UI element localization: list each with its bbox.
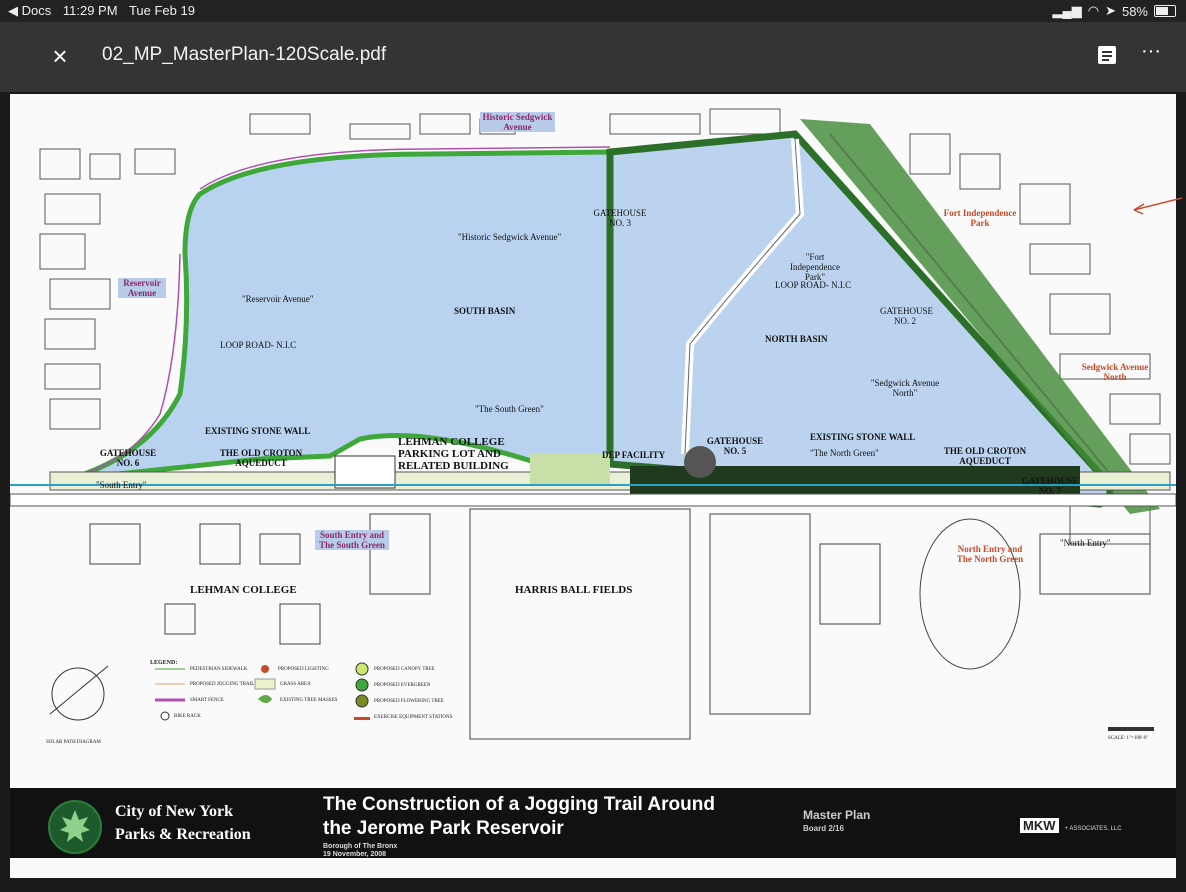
viewer-toolbar: × 02_MP_MasterPlan-120Scale.pdf ··· [0,22,1186,92]
legend-item: PROPOSED JOGGING TRAIL [190,682,255,687]
label-reservoir-avenue: "Reservoir Avenue" [242,294,314,304]
project-title-line2: the Jerome Park Reservoir [323,818,564,839]
pdf-page[interactable]: Historic Sedgwick Avenue "Historic Sedgw… [10,94,1176,878]
label-dep-facility: DEP FACILITY [602,450,666,460]
label-gatehouse-5: GATEHOUSE NO. 5 [706,436,764,456]
comments-button[interactable] [1094,42,1124,72]
legend-item: PROPOSED EVERGREEN [374,683,431,688]
sheet-title: Master Plan [803,808,871,822]
legend-item: EXERCISE EQUIPMENT STATIONS [374,715,453,720]
label-south-green: "The South Green" [475,404,544,414]
location-icon: ➤ [1105,3,1116,18]
bottom-bar [0,878,1186,892]
label-gatehouse-2: GATEHOUSE NO. 2 [880,306,933,326]
legend-item: EXISTING TREE MASSES [280,698,338,703]
legend-item: SMART FENCE [190,698,224,703]
label-existing-wall-left: EXISTING STONE WALL [205,426,311,436]
firm-logo: MKW + ASSOCIATES, LLC [1020,818,1150,836]
label-north-basin: NORTH BASIN [765,334,828,344]
comment-icon [1098,46,1116,64]
annotation-arrow-icon [1133,197,1183,215]
north-entry-tag: North Entry and The North Green [956,544,1024,564]
firm-name: + ASSOCIATES, LLC [1064,826,1122,832]
label-loop-road-right: LOOP ROAD- N.I.C [775,280,852,290]
legend-item: GRASS AREA [280,682,311,687]
battery-icon [1154,5,1176,17]
project-title-line1: The Construction of a Jogging Trail Arou… [323,794,715,815]
label-gatehouse-6: GATEHOUSE NO. 6 [99,448,157,468]
legend-title: LEGEND: [150,660,178,666]
label-lehman-parking: LEHMAN COLLEGE PARKING LOT AND RELATED B… [398,436,509,472]
wifi-icon: ◠ [1087,3,1100,18]
south-entry-tag: South Entry and The South Green [315,530,389,550]
parks-leaf-logo-icon [48,800,102,854]
label-loop-road-left: LOOP ROAD- N.I.C [220,340,297,350]
title-block: City of New York Parks & Recreation The … [10,788,1176,858]
label-existing-wall-right: EXISTING STONE WALL [810,432,916,442]
status-time: 11:29 PM [62,3,118,18]
back-to-docs-link[interactable]: ◀ Docs [8,3,52,18]
label-north-entry: "North Entry" [1060,538,1111,548]
fort-independence-tag: Fort Independence Park [943,208,1017,228]
signal-icon: ▂▄▆ [1052,3,1082,18]
scale-label: SCALE: 1"=100'-0" [1108,736,1149,741]
more-options-button[interactable]: ··· [1136,40,1166,70]
legend-item: PROPOSED CANOPY TREE [374,667,435,672]
label-south-entry: "South Entry" [96,480,147,490]
legend-item: BIKE RACK [174,714,201,719]
label-croton-left: THE OLD CROTON AQUEDUCT [219,448,303,468]
legend-item: PROPOSED LIGHTING [278,667,329,672]
project-borough: Borough of The Bronx [323,843,398,850]
label-south-basin: SOUTH BASIN [454,306,516,316]
org-name-line1: City of New York [115,803,234,820]
org-name-line2: Parks & Recreation [115,826,251,843]
legend-solar-path: SOLAR PATH DIAGRAM [46,740,101,745]
status-date: Tue Feb 19 [128,3,195,18]
more-icon: ··· [1141,40,1161,62]
historic-sedgwick-tag: Historic Sedgwick Avenue [480,112,555,132]
close-button[interactable]: × [42,38,78,74]
document-title: 02_MP_MasterPlan-120Scale.pdf [102,44,387,65]
legend-item: PEDESTRIAN SIDEWALK [190,667,248,672]
master-plan-drawing [10,94,1176,788]
label-fort-independence: "Fort Independence Park" [790,252,840,282]
label-sedgwick-north: "Sedgwick Avenue North" [870,378,940,398]
label-historic-sedgwick: "Historic Sedgwick Avenue" [458,232,562,242]
project-date: 19 November, 2008 [323,851,387,858]
board-number: Board 2/16 [803,824,844,833]
status-bar: ◀ Docs 11:29 PM Tue Feb 19 ▂▄▆ ◠ ➤ 58% [0,0,1186,22]
label-harris-ball-fields: HARRIS BALL FIELDS [515,584,633,596]
close-icon: × [52,41,68,71]
label-gatehouse-7: GATEHOUSE NO. 7 [1021,476,1079,496]
reservoir-avenue-tag: Reservoir Avenue [118,278,166,298]
battery-percent: 58% [1121,3,1148,19]
label-north-green: "The North Green" [810,448,879,458]
firm-logo-mark: MKW [1020,818,1059,833]
legend-item: PROPOSED FLOWERING TREE [374,699,444,704]
label-gatehouse-3: GATEHOUSE NO. 3 [593,208,647,228]
sedgwick-north-tag: Sedgwick Avenue North [1081,362,1149,382]
label-lehman-college: LEHMAN COLLEGE [190,584,297,596]
label-croton-right: THE OLD CROTON AQUEDUCT [943,446,1027,466]
